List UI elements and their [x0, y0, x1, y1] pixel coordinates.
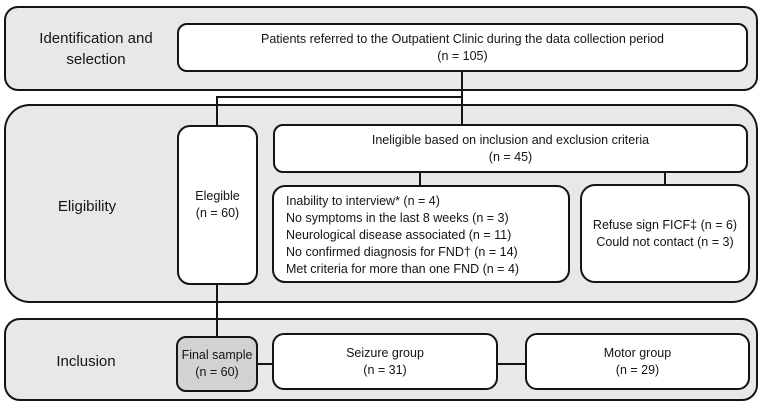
box-refused-contact: Refuse sign FICF‡ (n = 6) Could not cont… [580, 184, 750, 283]
box-motor-group-text: Motor group [603, 345, 672, 360]
connector-referred-down [461, 71, 463, 126]
box-elegible-text: Elegible [195, 189, 240, 203]
connector-final-to-seizure [255, 363, 274, 365]
connector-branch-horizontal [216, 96, 463, 98]
box-motor-group-n: (n = 29) [615, 362, 660, 377]
box-ineligible: Ineligible based on inclusion and exclus… [273, 124, 748, 173]
exclusion-reason-item: Inability to interview* (n = 4) [286, 194, 440, 208]
refused-contact-item: Refuse sign FICF‡ (n = 6) [592, 217, 738, 232]
box-seizure-group-text: Seizure group [346, 345, 424, 360]
section-label-inclusion: Inclusion [56, 353, 116, 370]
exclusion-reason-item: Met criteria for more than one FND (n = … [286, 262, 520, 276]
box-motor-group: Motor group (n = 29) [525, 333, 750, 390]
box-elegible: Elegible (n = 60) [177, 125, 258, 285]
box-ineligible-n: (n = 45) [488, 149, 533, 164]
box-exclusion-reasons: Inability to interview* (n = 4) No sympt… [272, 185, 570, 283]
box-final-sample-text: Final sample [181, 348, 253, 362]
exclusion-reason-item: Neurological disease associated (n = 11) [286, 228, 512, 242]
exclusion-reason-item: No symptoms in the last 8 weeks (n = 3) [286, 211, 509, 225]
box-ineligible-text: Ineligible based on inclusion and exclus… [371, 132, 650, 147]
section-label-eligibility: Eligibility [57, 198, 117, 215]
refused-contact-item: Could not contact (n = 3) [596, 234, 734, 249]
box-elegible-n: (n = 60) [195, 206, 240, 220]
box-seizure-group-n: (n = 31) [363, 362, 407, 377]
box-final-sample-n: (n = 60) [195, 365, 239, 379]
exclusion-reason-item: No confirmed diagnosis for FND† (n = 14) [286, 245, 518, 259]
connector-branch-to-elegible [216, 96, 218, 127]
box-patients-referred: Patients referred to the Outpatient Clin… [177, 23, 748, 72]
connector-seizure-to-motor [496, 363, 526, 365]
box-final-sample: Final sample (n = 60) [176, 336, 258, 392]
box-seizure-group: Seizure group (n = 31) [272, 333, 498, 390]
connector-ineligible-to-reasons [419, 171, 421, 186]
box-patients-referred-text: Patients referred to the Outpatient Clin… [260, 31, 664, 46]
connector-ineligible-to-refused [664, 171, 666, 185]
box-patients-referred-n: (n = 105) [437, 48, 488, 63]
section-label-identification: Identification and selection [39, 30, 153, 68]
connector-elegible-to-final [216, 283, 218, 337]
